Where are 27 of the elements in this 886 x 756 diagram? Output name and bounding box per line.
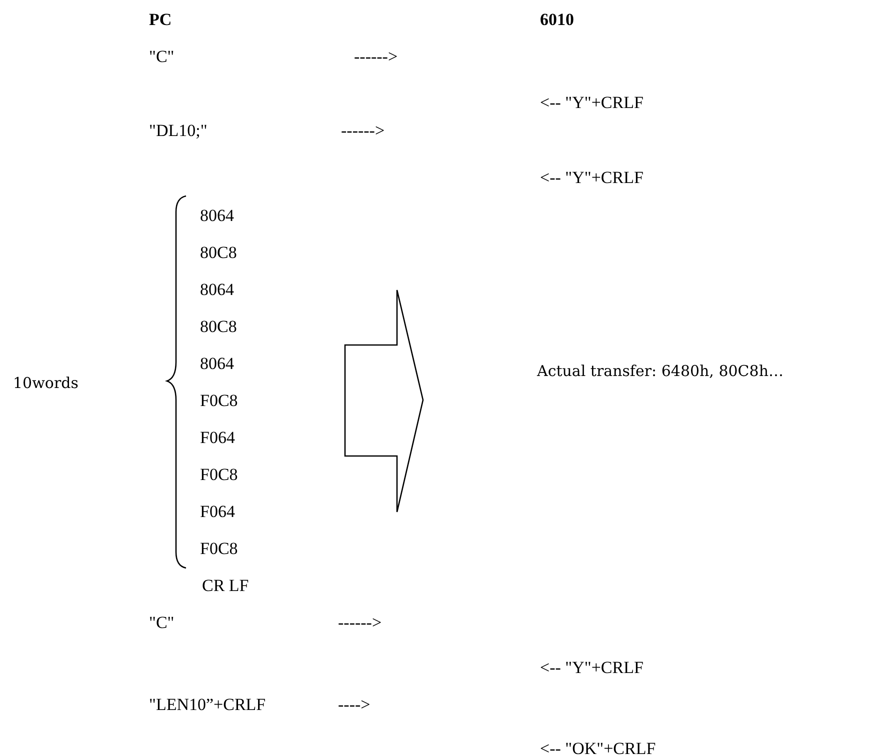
arrow-text: ------> — [354, 47, 398, 67]
data-word: 8064 — [200, 280, 234, 300]
arrow-text: ----> — [338, 695, 370, 715]
reply-text: <-- "OK"+CRLF — [540, 739, 656, 756]
data-word: F064 — [200, 502, 235, 522]
data-word: 8064 — [200, 354, 234, 374]
data-word: F0C8 — [200, 465, 238, 485]
arrow-text: ------> — [338, 613, 382, 633]
reply-text: <-- "Y"+CRLF — [540, 168, 644, 188]
data-word: F064 — [200, 428, 235, 448]
column-heading: 6010 — [540, 10, 574, 30]
command-text: "DL10;" — [149, 121, 208, 141]
arrow-text: ------> — [341, 121, 385, 141]
data-word: 80C8 — [200, 243, 237, 263]
data-word: 80C8 — [200, 317, 237, 337]
data-word: CR LF — [202, 576, 249, 596]
reply-text: <-- "Y"+CRLF — [540, 93, 644, 113]
command-text: "C" — [149, 613, 174, 633]
reply-text: <-- "Y"+CRLF — [540, 658, 644, 678]
data-word: F0C8 — [200, 391, 238, 411]
data-word: 8064 — [200, 206, 234, 226]
command-text: "LEN10”+CRLF — [149, 695, 266, 715]
data-word: F0C8 — [200, 539, 238, 559]
command-text: "C" — [149, 47, 174, 67]
note-text: Actual transfer: 6480h, 80C8h… — [537, 361, 784, 381]
column-heading: PC — [149, 10, 172, 30]
note-text: 10words — [13, 373, 78, 393]
